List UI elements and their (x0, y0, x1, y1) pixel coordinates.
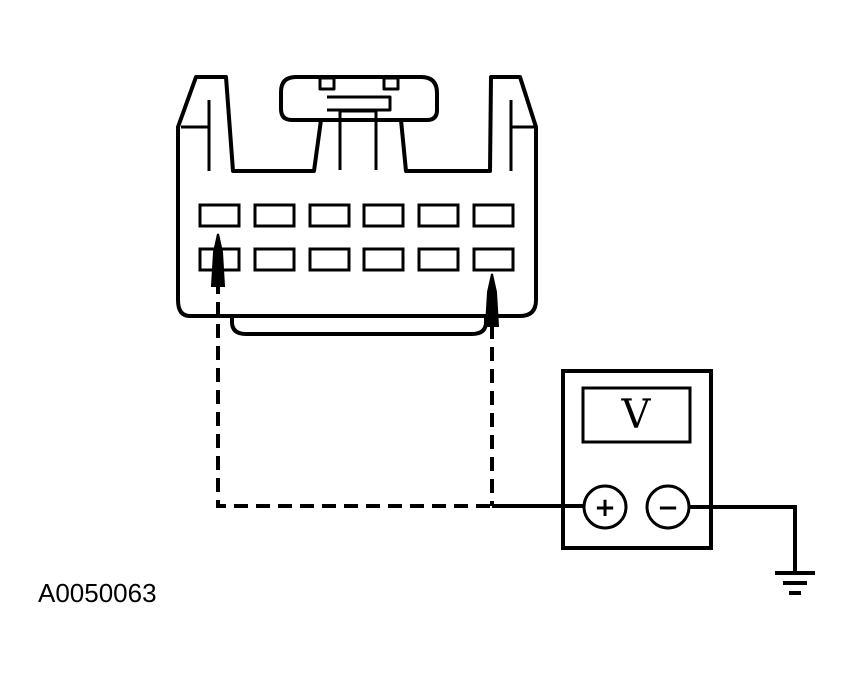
negative-terminal-label: − (657, 493, 679, 523)
cavity-6 (472, 203, 515, 228)
latch-notch-left (318, 76, 336, 91)
connector-bottom-lip (230, 316, 488, 336)
cavity-grid (198, 203, 515, 272)
positive-terminal-label: + (594, 493, 616, 523)
latch-inner (327, 95, 392, 112)
cavity-9 (308, 247, 351, 272)
positive-terminal (582, 484, 628, 530)
probe-leads (216, 280, 494, 508)
latch-stem (338, 111, 378, 170)
probe-lead-left (216, 280, 492, 508)
probe-arrow-icon (210, 233, 226, 287)
housing-left-slot (181, 100, 211, 171)
cavity-10 (362, 247, 405, 272)
connector-latch (279, 75, 439, 122)
cavity-8 (253, 247, 296, 272)
voltmeter-display-symbol: V (621, 392, 652, 438)
voltmeter-display (581, 386, 692, 444)
cavity-11 (417, 247, 460, 272)
cavity-4 (362, 203, 405, 228)
ground-wire (689, 505, 797, 571)
cavity-1 (198, 203, 241, 228)
probe-arrow-icon (484, 273, 500, 327)
cavity-5 (417, 203, 460, 228)
voltmeter: V + − (561, 369, 713, 550)
cavity-12 (472, 247, 515, 272)
cavity-2 (253, 203, 296, 228)
cavity-3 (308, 203, 351, 228)
connector-housing (176, 75, 538, 318)
latch-notch-right (382, 76, 400, 91)
housing-right-slot (509, 100, 534, 171)
probe-tips (210, 233, 500, 327)
figure-reference-code: A0050063 (38, 578, 157, 608)
latch-inner-lower (340, 109, 378, 124)
ground-icon (775, 571, 815, 595)
voltmeter-body (561, 369, 713, 550)
